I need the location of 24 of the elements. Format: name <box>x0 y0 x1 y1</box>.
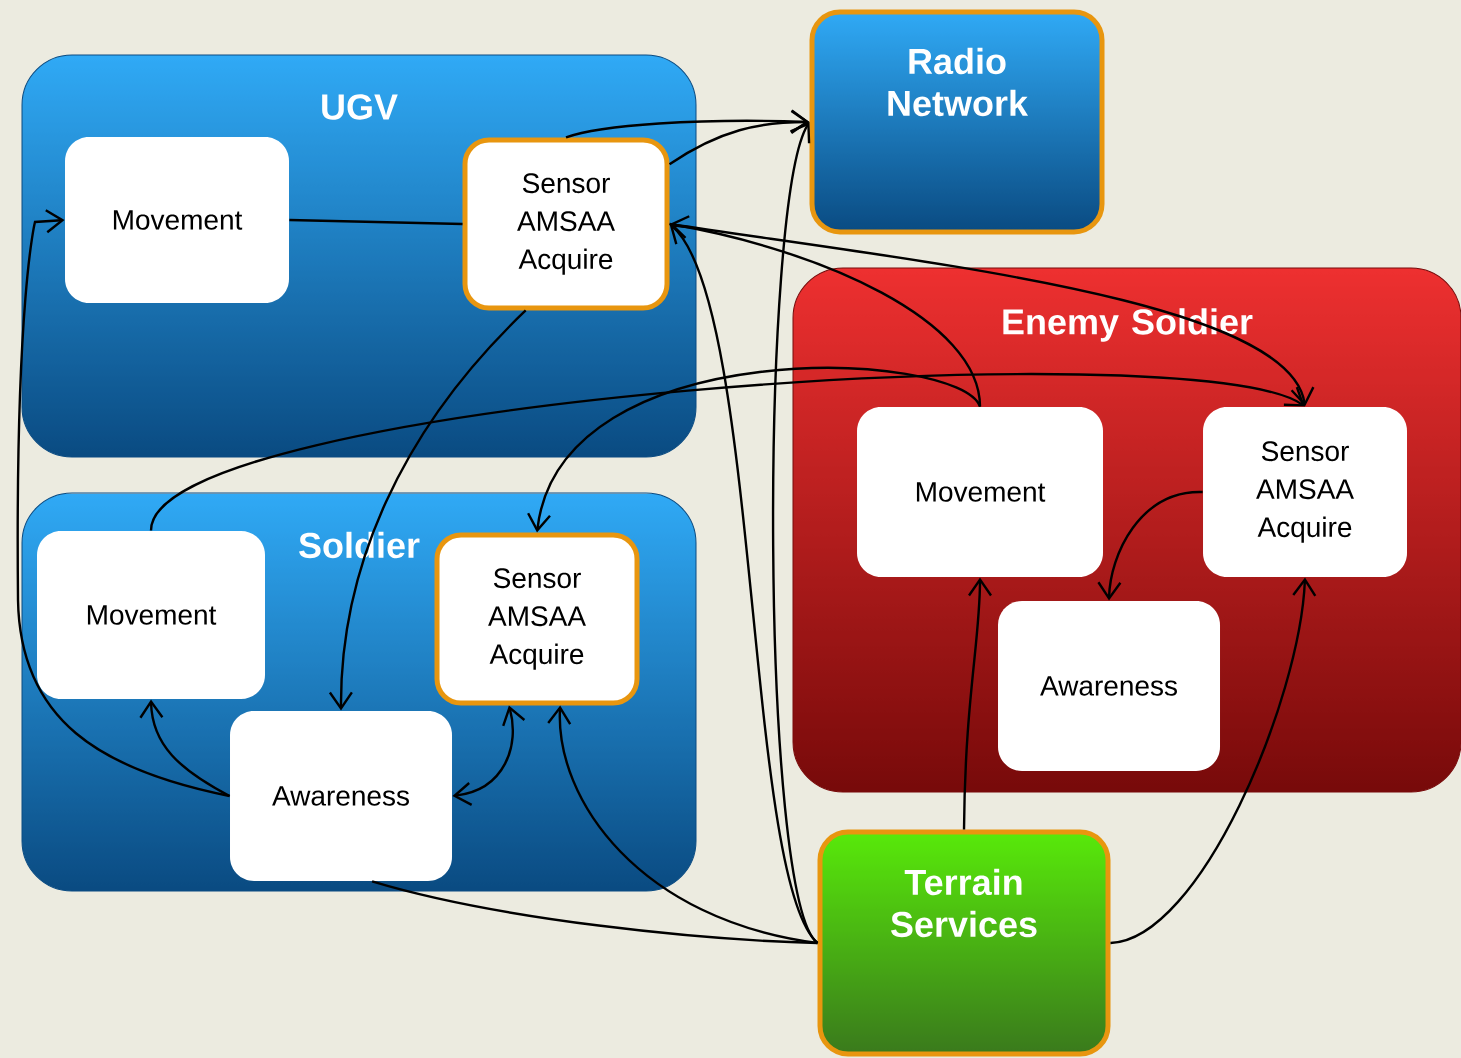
arrow <box>547 705 818 945</box>
process-box: Awareness <box>998 601 1220 771</box>
process-box: Sensor AMSAA Acquire <box>462 137 670 311</box>
group-title: Terrain Services <box>891 868 1037 938</box>
arrow <box>669 215 982 407</box>
arrow <box>139 699 231 798</box>
group-title: UGV <box>322 94 398 120</box>
arrow <box>328 309 527 711</box>
arrow <box>1110 577 1317 945</box>
arrow <box>962 577 992 830</box>
process-box: Movement <box>65 137 289 303</box>
arrow <box>669 224 819 944</box>
process-box: Movement <box>857 407 1103 577</box>
arrow <box>668 110 810 166</box>
process-box: Sensor AMSAA Acquire <box>1203 407 1407 577</box>
arrow <box>16 209 230 798</box>
arrow <box>527 366 981 533</box>
process-box: Awareness <box>230 711 452 881</box>
group-title: Radio Network <box>888 47 1029 117</box>
arrow <box>1097 490 1203 601</box>
process-box: Movement <box>37 531 265 699</box>
arrow <box>669 222 1315 407</box>
process-box: Sensor AMSAA Acquire <box>434 532 640 706</box>
arrow <box>452 705 526 806</box>
